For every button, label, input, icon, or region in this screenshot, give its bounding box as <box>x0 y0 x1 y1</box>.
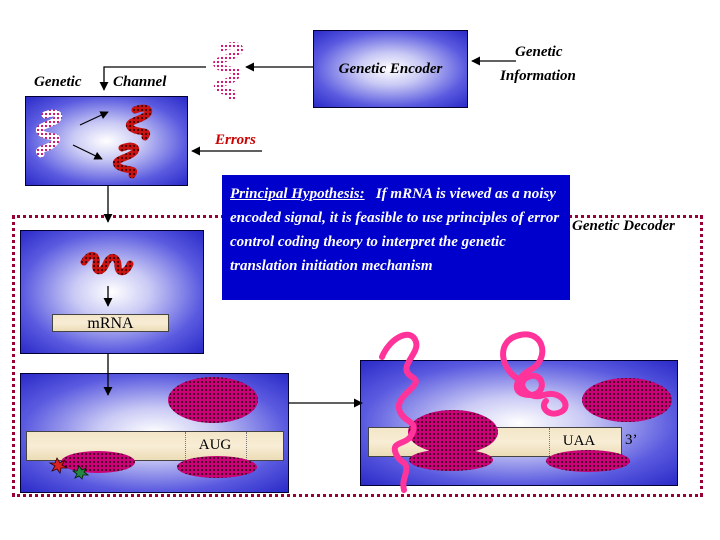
channel-arrow-up <box>79 111 109 126</box>
genetic-decoder-label: Genetic Decoder <box>572 218 675 234</box>
initiation-small-subunit-left <box>61 451 135 473</box>
three-prime-label: 3’ <box>625 432 638 448</box>
genetic-information-label-line2: Information <box>500 68 576 84</box>
initiation-factor-star-green <box>71 465 90 480</box>
mrna-strip: mRNA <box>52 314 169 332</box>
free-small-subunit <box>546 450 630 472</box>
uaa-codon-label: UAA <box>562 433 596 449</box>
channel-arrow-down <box>72 144 103 160</box>
channel-output-squiggle-bottom <box>113 142 140 179</box>
encoded-mrna-squiggle <box>213 42 243 102</box>
aug-codon-label: AUG <box>198 437 232 453</box>
initiation-factor-star-red <box>48 457 69 474</box>
nascent-protein-chain <box>379 331 420 493</box>
genetic-channel-label-right: Channel <box>113 74 167 90</box>
uaa-codon-cell <box>549 428 610 456</box>
arrow-signal-to-channel <box>99 66 206 91</box>
genetic-encoder-box: Genetic Encoder <box>313 30 468 108</box>
channel-input-squiggle <box>36 109 63 158</box>
released-protein-chain <box>500 331 569 417</box>
genetic-encoder-label: Genetic Encoder <box>338 61 443 77</box>
mrna-box: mRNA <box>20 230 204 354</box>
initiation-small-subunit-right <box>177 456 257 478</box>
channel-output-squiggle-top <box>126 104 153 141</box>
mrna-box-squiggle <box>80 252 134 276</box>
hypothesis-body: If mRNA is viewed as a noisy encoded sig… <box>230 186 560 274</box>
free-large-subunit <box>582 378 672 422</box>
aug-codon-cell <box>185 432 247 460</box>
genetic-channel-label-left: Genetic <box>34 74 82 90</box>
genetic-information-label-line1: Genetic <box>515 44 563 60</box>
errors-label: Errors <box>215 132 256 148</box>
termination-large-subunit <box>408 410 498 454</box>
termination-small-subunit <box>409 449 493 471</box>
initiation-large-subunit <box>168 377 258 423</box>
mrna-label: mRNA <box>87 315 134 332</box>
hypothesis-heading: Principal Hypothesis: <box>230 186 365 202</box>
principal-hypothesis-box: Principal Hypothesis: If mRNA is viewed … <box>222 175 570 300</box>
